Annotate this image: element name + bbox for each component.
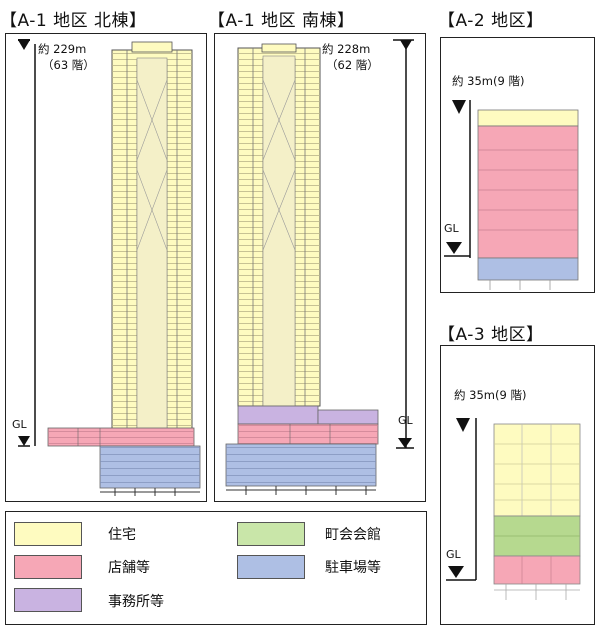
south-height-label: 約 228m	[322, 42, 371, 56]
south-parking	[225, 443, 377, 495]
title-a2: 【A-2 地区】	[438, 11, 544, 31]
a2-height-label: 約 35m(9 階)	[452, 74, 525, 88]
north-height-label: 約 229m	[38, 42, 87, 56]
legend-label: 店舗等	[108, 560, 150, 576]
south-retail	[237, 423, 379, 445]
legend-label: 駐車場等	[325, 560, 381, 576]
legend-label: 町会会館	[325, 527, 381, 543]
south-residential	[237, 43, 321, 407]
north-residential	[111, 41, 193, 431]
title-south: 【A-1 地区 南棟】	[208, 11, 355, 31]
legend-swatch	[14, 588, 82, 612]
a2-height-arrow	[444, 100, 471, 258]
north-parking	[99, 445, 201, 496]
a3-height-arrow	[446, 418, 477, 581]
north-gl-label: GL	[12, 418, 27, 431]
a3-gl-label: GL	[446, 548, 461, 561]
south-height-arrow	[393, 39, 414, 449]
a3-retail	[493, 555, 581, 585]
legend-swatch	[237, 555, 305, 579]
a2-retail	[477, 125, 579, 259]
a3-foundation	[494, 584, 580, 600]
south-office	[237, 405, 379, 425]
legend-label: 住宅	[108, 527, 136, 543]
title-a3: 【A-3 地区】	[438, 325, 544, 345]
a2-parking	[477, 257, 579, 290]
north-floors-label: （63 階）	[42, 58, 95, 72]
north-retail	[47, 427, 195, 447]
a3-hall	[493, 515, 581, 557]
title-north: 【A-1 地区 北棟】	[0, 11, 147, 31]
legend-label: 事務所等	[108, 594, 164, 610]
south-gl-label: GL	[398, 414, 413, 427]
south-floors-label: （62 階）	[326, 58, 379, 72]
a3-residential	[493, 423, 581, 517]
a3-height-label: 約 35m(9 階)	[454, 388, 527, 402]
a2-gl-label: GL	[444, 222, 459, 235]
legend-swatch	[237, 522, 305, 546]
legend-swatch	[14, 522, 82, 546]
legend-swatch	[14, 555, 82, 579]
north-height-arrow	[18, 39, 36, 447]
